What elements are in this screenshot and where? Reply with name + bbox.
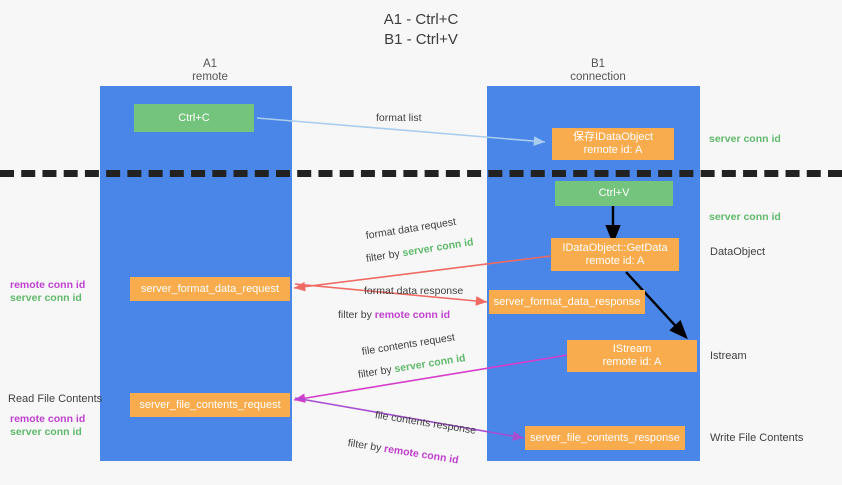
column-a1-name: A1: [202, 58, 218, 70]
title-line-1: A1 - Ctrl+C: [383, 11, 459, 28]
edge-filter-file-contents-response: filter by remote conn id: [347, 433, 460, 468]
filter-by-text-2: filter by: [338, 309, 375, 321]
box-server-file-contents-response-label: server_file_contents_response: [530, 431, 680, 444]
box-save-idataobject[interactable]: 保存IDataObject remote id: A: [552, 128, 674, 160]
filter-by-text-4: filter by: [346, 437, 386, 455]
box-getdata-line2: remote id: A: [585, 254, 645, 267]
box-server-file-contents-request[interactable]: server_file_contents_request: [130, 393, 290, 417]
box-ctrl-v[interactable]: Ctrl+V: [555, 181, 673, 206]
box-ctrl-c-label: Ctrl+C: [178, 111, 210, 124]
column-b1-sub: connection: [570, 71, 626, 83]
column-header-b1: B1 connection: [508, 58, 688, 84]
right-label-dataobject: DataObject: [710, 246, 766, 258]
left-label-remote-conn-id-2: remote conn id: [10, 413, 86, 425]
box-ctrl-v-label: Ctrl+V: [598, 187, 630, 199]
dashed-divider: [0, 170, 842, 177]
right-label-server-conn-id-mid: server conn id: [709, 211, 781, 223]
remote-conn-id-text-1: remote conn id: [374, 309, 451, 321]
box-server-file-contents-response[interactable]: server_file_contents_response: [525, 426, 685, 450]
filter-by-text-1: filter by: [365, 247, 404, 265]
edge-label-format-list: format list: [376, 112, 422, 124]
box-istream-line1: IStream: [612, 343, 652, 355]
filter-by-text-3: filter by: [357, 363, 396, 381]
diagram-title: A1 - Ctrl+C B1 - Ctrl+V: [0, 10, 842, 50]
box-istream-line2: remote id: A: [602, 356, 662, 368]
box-server-file-contents-request-label: server_file_contents_request: [139, 398, 281, 411]
column-header-a1: A1 remote: [120, 58, 300, 84]
box-idataobject-getdata[interactable]: IDataObject::GetData remote id: A: [551, 238, 679, 271]
right-label-istream: Istream: [710, 350, 747, 362]
left-label-remote-conn-id-1: remote conn id: [10, 279, 86, 291]
box-save-idataobject-line1: 保存IDataObject: [572, 131, 654, 143]
left-label-server-conn-id-1: server conn id: [10, 292, 82, 304]
remote-conn-id-text-2: remote conn id: [383, 442, 460, 467]
box-server-format-data-request[interactable]: server_format_data_request: [130, 277, 290, 301]
left-label-read-file-contents: Read File Contents: [8, 393, 103, 405]
box-server-format-data-request-label: server_format_data_request: [140, 282, 280, 295]
column-b1-name: B1: [590, 58, 606, 70]
box-save-idataobject-line2: remote id: A: [583, 144, 643, 156]
column-a1-sub: remote: [192, 71, 228, 83]
box-istream[interactable]: IStream remote id: A: [567, 340, 697, 372]
box-server-format-data-response[interactable]: server_format_data_response: [489, 290, 645, 314]
edge-label-format-data-response: format data response: [364, 285, 464, 297]
right-label-write-file-contents: Write File Contents: [710, 432, 804, 444]
title-line-2: B1 - Ctrl+V: [384, 31, 458, 48]
right-label-server-conn-id-top: server conn id: [709, 133, 781, 145]
box-ctrl-c[interactable]: Ctrl+C: [134, 104, 254, 132]
left-label-server-conn-id-2: server conn id: [10, 426, 82, 438]
box-server-format-data-response-label: server_format_data_response: [493, 295, 641, 308]
edge-filter-format-data-response: filter by remote conn id: [338, 305, 450, 323]
box-getdata-line1: IDataObject::GetData: [562, 241, 668, 254]
